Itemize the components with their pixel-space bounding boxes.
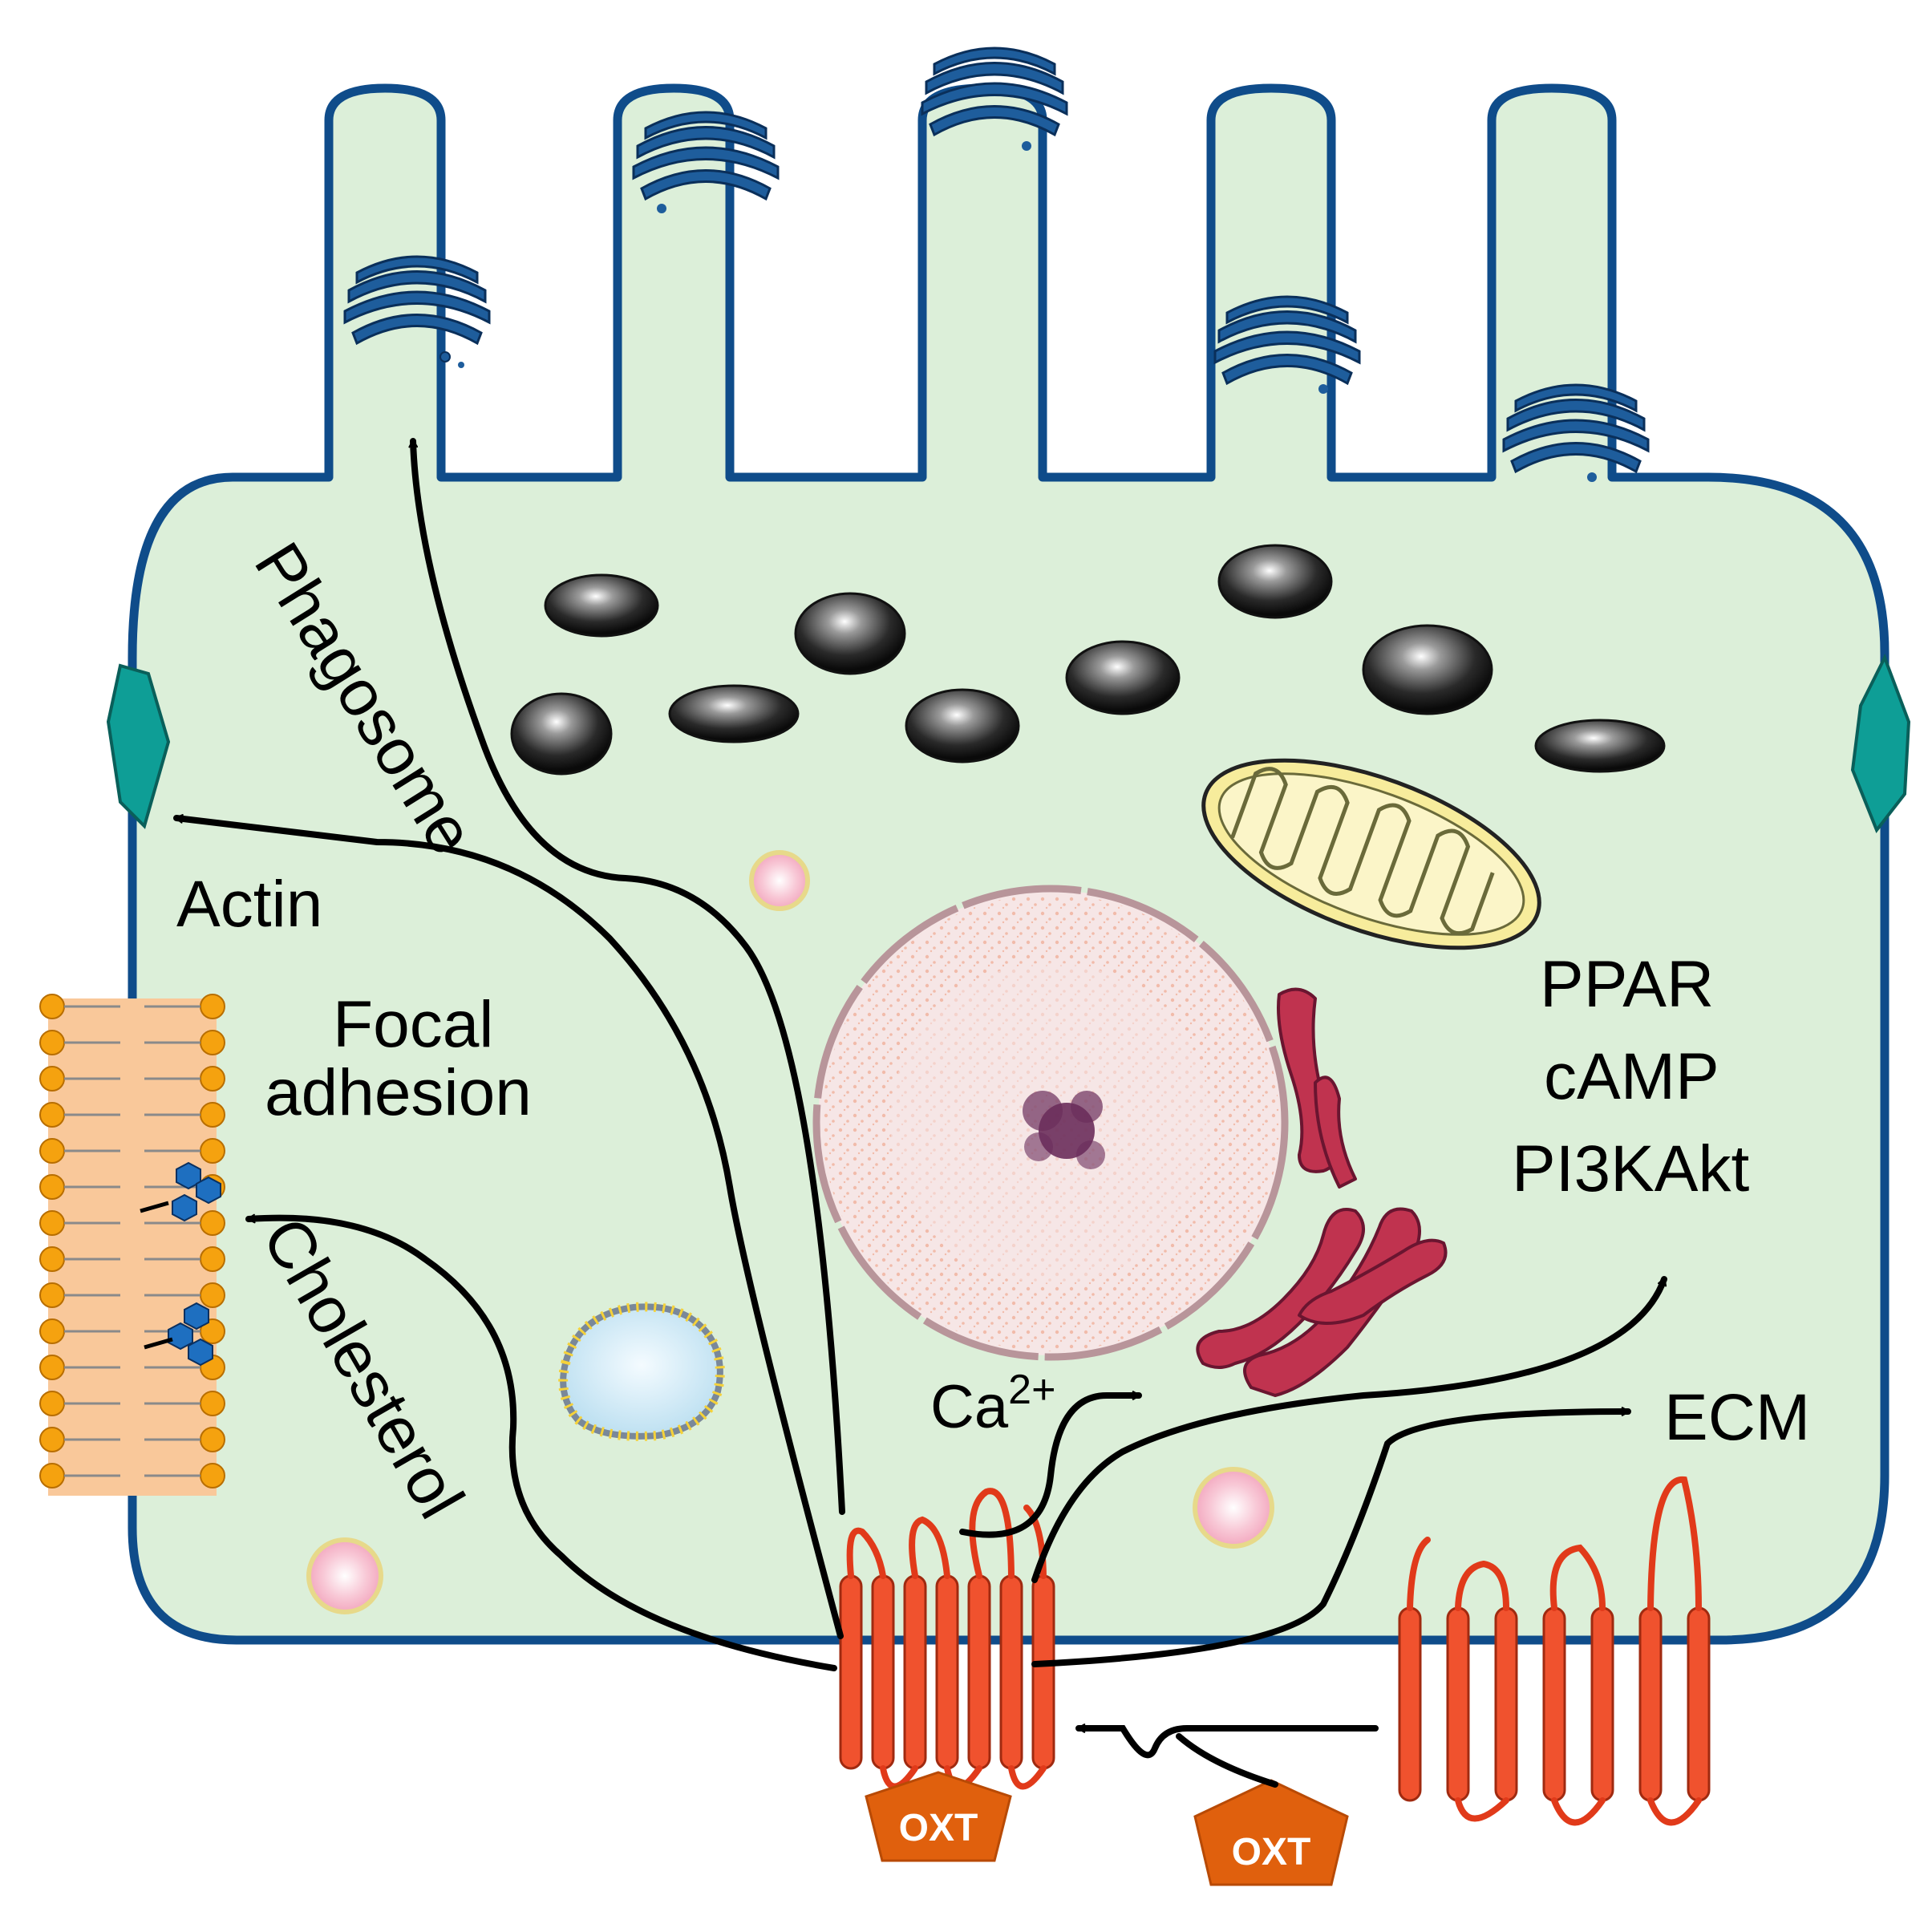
arrow-pathways <box>1031 1276 1667 1583</box>
signaling-arrows <box>173 438 1667 1788</box>
arrow-phagosome <box>408 438 845 1515</box>
nucleus-icon <box>812 885 1289 1361</box>
melanosome-icon <box>1534 719 1666 773</box>
arrow-oxt-binding-2 <box>1176 1733 1278 1788</box>
golgi-icon <box>921 47 1068 151</box>
melanosome-icon <box>510 692 613 776</box>
vesicle-icon <box>1193 1467 1274 1549</box>
golgi-icon <box>1213 295 1361 394</box>
receptor-icon <box>839 1488 1055 1790</box>
melanosome-icon <box>668 684 800 743</box>
oxt-bound-label: OXT <box>899 1807 978 1849</box>
lipid-droplet-icon <box>558 1302 725 1441</box>
vesicle-icon <box>306 1537 383 1614</box>
melanosome-icon <box>1217 544 1333 619</box>
melanosome-icon <box>905 688 1020 763</box>
melanosome-icon <box>794 592 906 675</box>
vesicle-icon <box>749 850 810 911</box>
tight-junction-icon <box>106 663 171 829</box>
label-pi3kakt: PI3KAkt <box>1512 1132 1749 1205</box>
label-focal-line2: adhesion <box>265 1056 532 1129</box>
golgi-icon <box>343 255 491 368</box>
arrow-actin <box>173 814 844 1639</box>
mitochondrion-icon <box>1201 758 1541 950</box>
arrow-ca <box>959 1391 1142 1538</box>
endoplasmic-reticulum-icon <box>1196 987 1448 1397</box>
lipid-bilayer-icon <box>39 994 225 1496</box>
cholesterol-molecule <box>168 1161 221 1367</box>
nucleolus <box>1023 1091 1105 1169</box>
label-camp: cAMP <box>1544 1040 1719 1113</box>
melanosome-icon <box>1065 640 1181 715</box>
label-ecm: ECM <box>1664 1381 1810 1454</box>
tight-junction-icon <box>1850 654 1911 833</box>
oxt-bound-ligand: OXT <box>865 1771 1012 1862</box>
label-ppar: PPAR <box>1540 948 1714 1021</box>
oxt-free-label: OXT <box>1232 1831 1311 1873</box>
arrow-oxt-binding <box>1075 1723 1379 1759</box>
arrow-ecm <box>1031 1407 1631 1667</box>
golgi-icon <box>1502 383 1650 482</box>
arrow-cholesterol <box>245 1213 837 1671</box>
golgi-icon <box>632 111 780 213</box>
receptor-icon <box>1398 1476 1711 1826</box>
label-ca-base: Ca <box>930 1373 1009 1441</box>
label-ca-superscript: 2+ <box>1008 1367 1055 1413</box>
label-ca: Ca2+ <box>930 1367 1055 1441</box>
melanosomes <box>510 544 1666 776</box>
oxt-free-ligand: OXT <box>1193 1779 1349 1886</box>
label-actin: Actin <box>176 868 322 941</box>
label-focal-line1: Focal <box>333 988 494 1061</box>
melanosome-icon <box>1362 624 1493 715</box>
melanosome-icon <box>544 573 659 638</box>
